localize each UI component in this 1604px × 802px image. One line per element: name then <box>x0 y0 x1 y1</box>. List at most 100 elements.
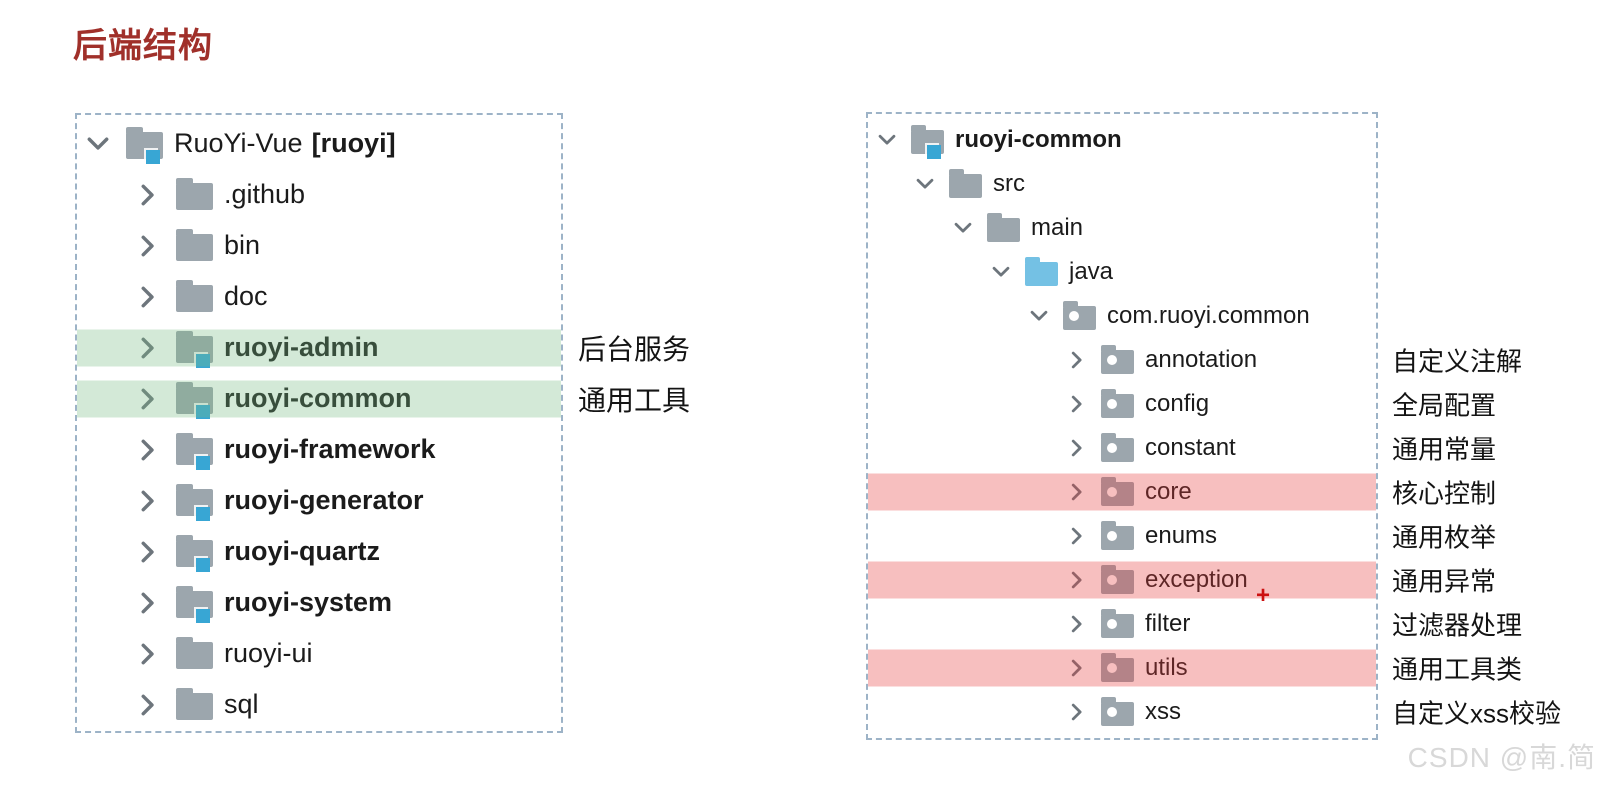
tree-row[interactable]: ruoyi-framework <box>77 424 561 475</box>
tree-row[interactable]: .github <box>77 169 561 220</box>
package-icon <box>1063 300 1096 330</box>
chevron-collapsed-icon[interactable] <box>133 690 163 720</box>
package-icon <box>1101 520 1134 550</box>
annotation-label: 通用枚举 <box>1392 522 1497 553</box>
tree-item-label: core <box>1145 478 1192 505</box>
chevron-collapsed-icon[interactable] <box>1065 612 1089 636</box>
chevron-collapsed-icon[interactable] <box>133 231 163 261</box>
package-icon <box>1101 652 1134 682</box>
tree-row[interactable]: java <box>868 250 1376 294</box>
tree-row[interactable]: ruoyi-system <box>77 577 561 628</box>
package-icon <box>1101 608 1134 638</box>
page-title: 后端结构 <box>73 27 213 65</box>
chevron-expanded-icon[interactable] <box>83 129 113 159</box>
tree-item-label: java <box>1069 258 1114 285</box>
chevron-collapsed-icon[interactable] <box>133 486 163 516</box>
tree-row[interactable]: core 核心控制 <box>868 470 1496 514</box>
chevron-collapsed-icon[interactable] <box>1065 480 1089 504</box>
folder-icon <box>176 228 213 261</box>
chevron-collapsed-icon[interactable] <box>133 639 163 669</box>
tree-item-label: RuoYi-Vue <box>174 128 303 158</box>
chevron-collapsed-icon[interactable] <box>1065 656 1089 680</box>
chevron-collapsed-icon[interactable] <box>1065 392 1089 416</box>
tree-item-label: xss <box>1145 698 1181 725</box>
annotation-label: 后台服务 <box>578 333 691 365</box>
tree-item-label: src <box>993 170 1025 197</box>
tree-row[interactable]: main <box>868 206 1376 250</box>
chevron-expanded-icon[interactable] <box>951 216 975 240</box>
chevron-collapsed-icon[interactable] <box>1065 436 1089 460</box>
tree-row[interactable]: ruoyi-quartz <box>77 526 561 577</box>
chevron-collapsed-icon[interactable] <box>1065 524 1089 548</box>
folder-icon <box>176 177 213 210</box>
java-folder-icon <box>1025 256 1058 286</box>
annotation-label: 通用异常 <box>1392 566 1497 597</box>
tree-item-label: ruoyi-admin <box>224 332 379 362</box>
folder-icon <box>949 168 982 198</box>
tree-item-label: utils <box>1145 654 1188 681</box>
tree-item-label: ruoyi-quartz <box>224 536 381 566</box>
chevron-collapsed-icon[interactable] <box>1065 568 1089 592</box>
tree-row[interactable]: com.ruoyi.common <box>868 294 1376 338</box>
chevron-collapsed-icon[interactable] <box>1065 348 1089 372</box>
chevron-expanded-icon[interactable] <box>875 128 899 152</box>
package-icon <box>1101 476 1134 506</box>
tree-row[interactable]: ruoyi-ui <box>77 628 561 679</box>
chevron-collapsed-icon[interactable] <box>133 588 163 618</box>
tree-item-label: filter <box>1145 610 1191 637</box>
package-icon <box>1101 432 1134 462</box>
annotation-label: 核心控制 <box>1392 478 1497 509</box>
tree-row[interactable]: ruoyi-common <box>868 118 1376 162</box>
chevron-collapsed-icon[interactable] <box>1065 700 1089 724</box>
module-folder-icon <box>176 381 213 419</box>
tree-row[interactable]: src <box>868 162 1376 206</box>
folder-icon <box>176 636 213 669</box>
watermark: CSDN @南.简 <box>1407 742 1596 773</box>
tree-item-label: main <box>1031 214 1084 241</box>
tree-item-label: annotation <box>1145 346 1258 373</box>
chevron-collapsed-icon[interactable] <box>133 333 163 363</box>
tree-item-label: .github <box>224 179 306 209</box>
module-folder-icon <box>176 432 213 470</box>
chevron-collapsed-icon[interactable] <box>133 537 163 567</box>
tree-item-label: ruoyi-ui <box>224 638 313 668</box>
tree-item-label: bin <box>224 230 261 260</box>
folder-icon <box>987 212 1020 242</box>
module-folder-icon <box>176 534 213 572</box>
tree-row[interactable]: exception+通用异常 <box>868 558 1496 607</box>
chevron-expanded-icon[interactable] <box>1027 304 1051 328</box>
package-icon <box>1101 696 1134 726</box>
annotation-label: 通用常量 <box>1392 434 1497 465</box>
tree-row[interactable]: ruoyi-generator <box>77 475 561 526</box>
tree-row[interactable]: ruoyi-admin 后台服务 <box>77 322 690 373</box>
package-icon <box>1101 388 1134 418</box>
module-folder-icon <box>176 585 213 623</box>
tree-row[interactable]: doc <box>77 271 561 322</box>
tree-item-label: config <box>1145 390 1210 417</box>
tree-item-label: com.ruoyi.common <box>1107 302 1310 329</box>
tree-item-label: ruoyi-common <box>224 383 412 413</box>
module-folder-icon <box>176 330 213 368</box>
chevron-collapsed-icon[interactable] <box>133 384 163 414</box>
tree-row[interactable]: sql <box>77 679 561 730</box>
chevron-expanded-icon[interactable] <box>913 172 937 196</box>
chevron-collapsed-icon[interactable] <box>133 282 163 312</box>
module-folder-icon <box>126 126 163 164</box>
chevron-collapsed-icon[interactable] <box>133 180 163 210</box>
chevron-collapsed-icon[interactable] <box>133 435 163 465</box>
tree-row[interactable]: xss 自定义xss校验 <box>868 690 1561 734</box>
annotation-label: 自定义xss校验 <box>1392 698 1562 729</box>
tree-item-label-suffix: [ruoyi] <box>311 128 396 158</box>
tree-row[interactable]: bin <box>77 220 561 271</box>
chevron-expanded-icon[interactable] <box>989 260 1013 284</box>
tree-row[interactable]: RuoYi-Vue [ruoyi] <box>77 118 561 169</box>
